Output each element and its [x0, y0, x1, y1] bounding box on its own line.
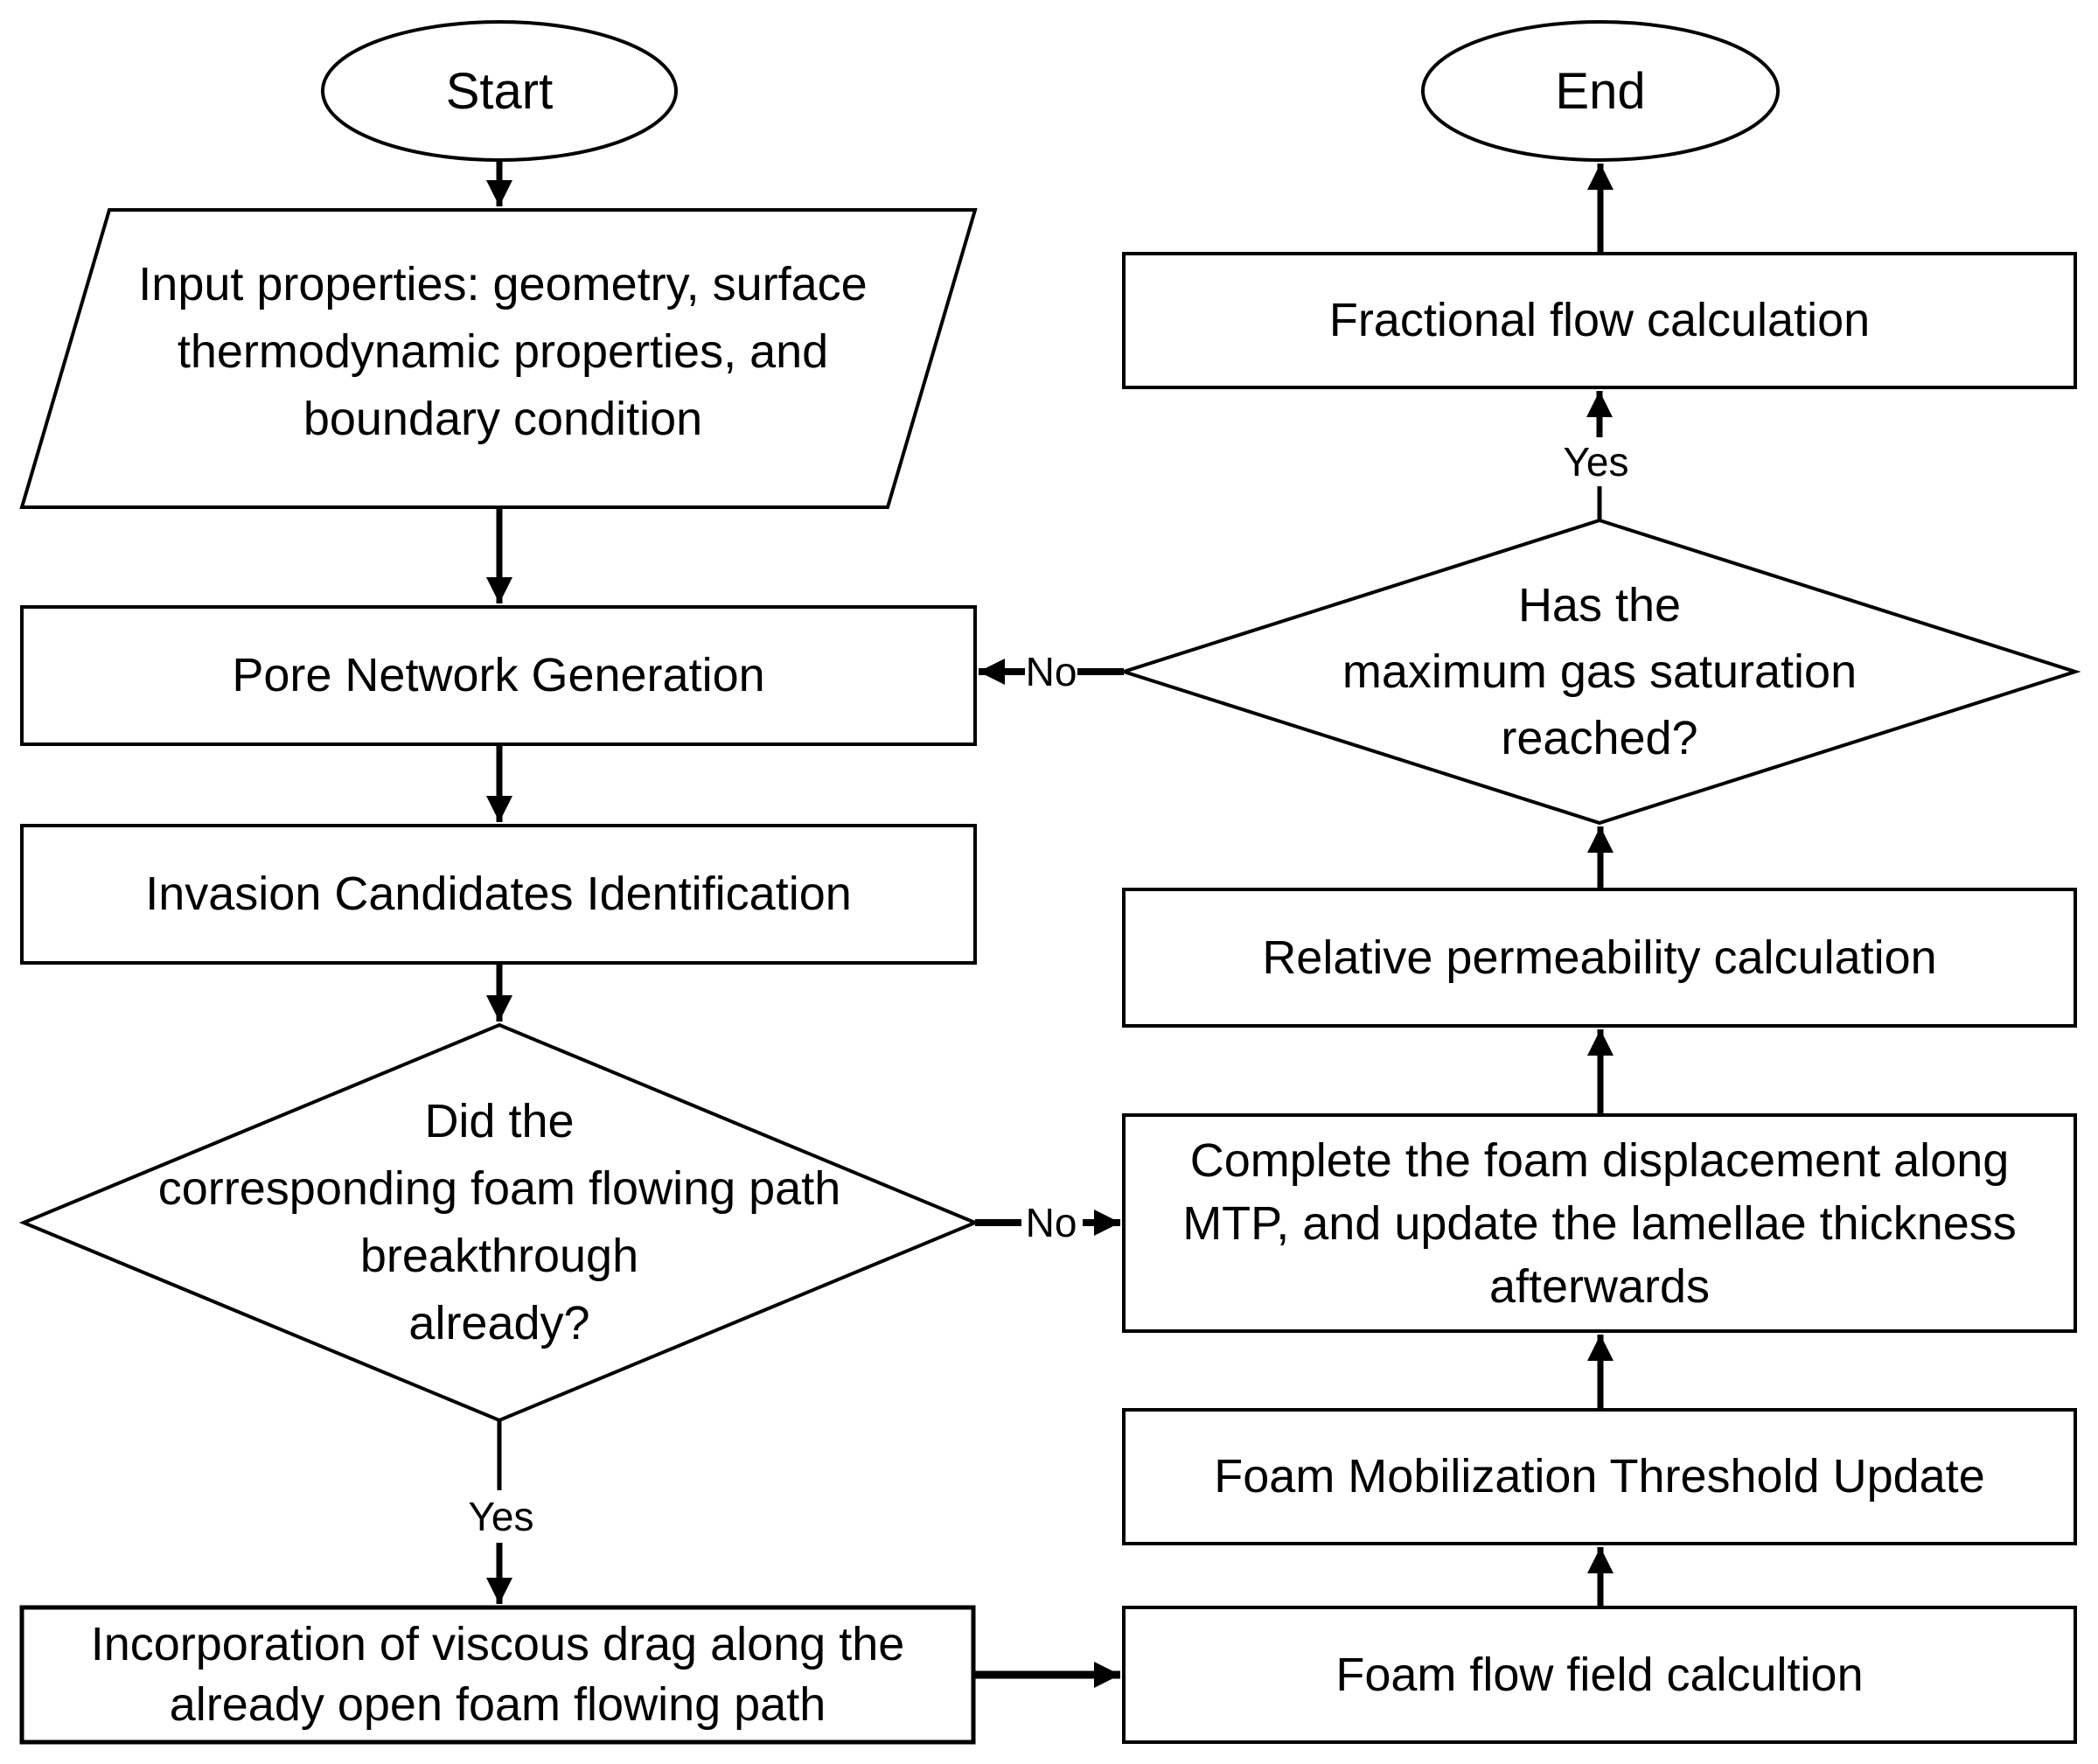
foam-mobilization-label: Foam Mobilization Threshold Update	[1214, 1450, 1985, 1503]
relative-permeability-box-shape	[1122, 888, 2077, 1028]
saturation-decision-line: maximum gas saturation	[1342, 645, 1858, 698]
invasion-candidates-box-shape	[20, 824, 977, 965]
breakthrough-decision-line: Did the	[424, 1095, 575, 1147]
breakthrough-decision-line: already?	[408, 1297, 590, 1349]
saturation-decision-label: Has the maximum gas saturation reached?	[1250, 568, 1949, 775]
saturation-decision-diamond-shape	[1118, 518, 2081, 826]
end-terminator-shape	[1421, 20, 1780, 162]
saturation-decision-line: Has the	[1517, 579, 1682, 631]
pore-network-label: Pore Network Generation	[232, 649, 765, 701]
incorporation-viscous-drag-box-shape	[19, 1605, 976, 1745]
breakthrough-no-label: No	[1025, 1200, 1077, 1245]
saturation-no-label: No	[1025, 649, 1077, 694]
complete-displacement-label: Complete the foam displacement along MTP…	[1124, 1115, 2075, 1331]
complete-displacement-line: MTP, and update the lamellae thickness	[1182, 1196, 2017, 1250]
breakthrough-yes-label: Yes	[468, 1494, 534, 1539]
start-terminator-label: Start	[445, 62, 554, 120]
complete-displacement-line: afterwards	[1488, 1259, 1711, 1313]
saturation-decision-line: reached?	[1501, 712, 1698, 764]
foam-flow-field-box-shape	[1122, 1606, 2077, 1744]
relative-permeability-label: Relative permeability calculation	[1262, 931, 1937, 984]
input-properties-label: Input properties: geometry, surface ther…	[66, 220, 940, 483]
breakthrough-decision-line: breakthrough	[359, 1230, 639, 1282]
input-properties-line: Input properties: geometry, surface	[138, 257, 868, 310]
incorporation-viscous-drag-line: Incorporation of viscous drag along the	[90, 1618, 905, 1670]
input-properties-line: thermodynamic properties, and	[177, 324, 829, 378]
input-properties-line: boundary condition	[303, 392, 703, 445]
incorporation-viscous-drag-line: already open foam flowing path	[169, 1678, 826, 1731]
breakthrough-decision-label: Did the corresponding foam flowing path …	[106, 1078, 893, 1367]
foam-mobilization-box-shape	[1122, 1408, 2077, 1545]
incorporation-viscous-drag-label: Incorporation of viscous drag along the …	[22, 1607, 973, 1742]
saturation-yes-label: Yes	[1563, 439, 1629, 485]
input-properties-parallelogram-shape	[19, 208, 978, 509]
foam-flow-field-label: Foam flow field calcultion	[1335, 1648, 1864, 1701]
complete-displacement-line: Complete the foam displacement along	[1189, 1133, 2010, 1187]
invasion-candidates-label: Invasion Candidates Identification	[145, 868, 852, 920]
complete-displacement-box-shape	[1122, 1113, 2077, 1333]
pore-network-box-shape	[20, 605, 977, 746]
fractional-flow-box-shape	[1122, 252, 2077, 389]
breakthrough-decision-line: corresponding foam flowing path	[157, 1162, 841, 1215]
end-terminator-label: End	[1555, 62, 1646, 120]
fractional-flow-label: Fractional flow calculation	[1328, 294, 1871, 346]
